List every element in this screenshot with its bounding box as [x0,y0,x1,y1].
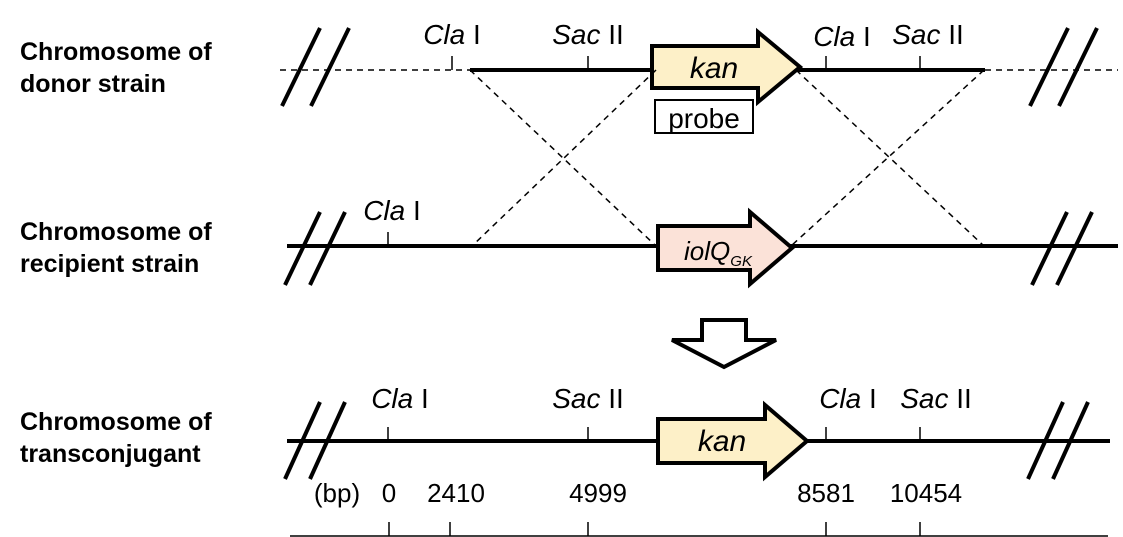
recipient-iolq-arrow [656,207,796,289]
donor-sac-site-right: Sac II [892,19,964,50]
scale-tick-label-3: 8581 [797,478,855,508]
donor-break-left [280,27,351,107]
donor-kan-label: kan [690,52,738,85]
scale-unit: (bp) [314,478,360,508]
donor-cla-site-left: Cla I [423,19,481,50]
probe-box [654,99,754,134]
crossover-lines [469,69,985,247]
transconjugant-cla-site-left: Cla I [371,383,429,414]
donor-kan-arrow [650,27,804,107]
transconjugant-break-right [1026,401,1090,480]
transconjugant-cla-site-right: Cla I [819,383,877,414]
scale-tick-label-2: 4999 [569,478,627,508]
recipient-row-label: Chromosome of recipient strain [20,218,212,278]
probe-label: probe [668,103,740,134]
transconjugant-sac-site-right: Sac II [900,383,972,414]
transconjugant-kan-label: kan [698,425,746,458]
donor-sac-site-left: Sac II [552,19,624,50]
donor-row-label: Chromosome of donor strain [20,38,212,98]
recipient-iolq-label: iolQGK [684,236,753,270]
transconjugant-sac-site-left: Sac II [552,383,624,414]
scale-tick-label-4: 10454 [890,478,962,508]
transconjugant-break-left [283,401,347,480]
recipient-break-right [1030,211,1094,286]
result-down-arrow-icon [671,318,777,370]
scale-tick-label-1: 2410 [427,478,485,508]
recipient-cla-site: Cla I [363,195,421,226]
donor-break-right [1028,27,1099,107]
transconjugant-kan-arrow [656,400,811,482]
recipient-break-left [283,211,347,286]
donor-cla-site-right: Cla I [813,21,871,52]
scale-tick-label-0: 0 [382,478,396,508]
transconjugant-row-label: Chromosome of transconjugant [20,408,212,468]
